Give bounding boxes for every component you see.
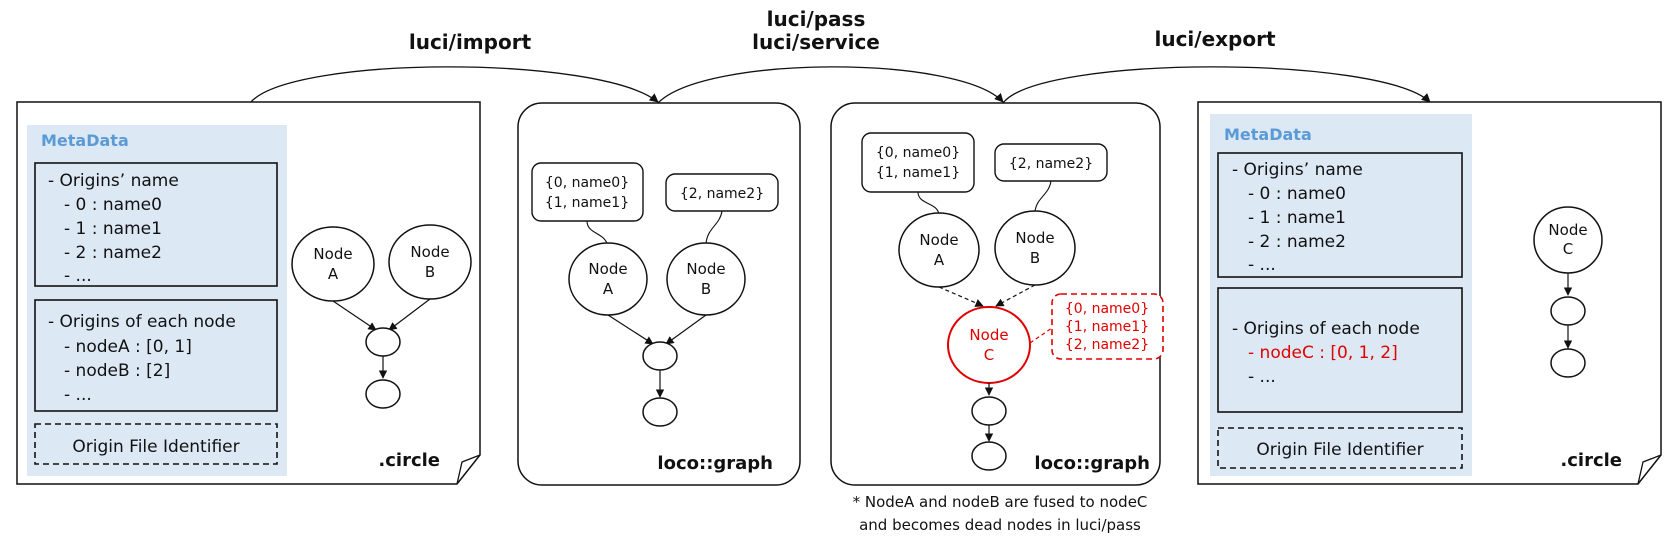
edge [607, 314, 654, 345]
origins-name-item: - 1 : name1 [64, 219, 162, 239]
node-a-label: A [328, 265, 339, 283]
graph-label: loco::graph [657, 453, 773, 474]
node-b [994, 210, 1076, 286]
metadata-title: MetaData [1224, 125, 1312, 144]
node-b-label: Node [1015, 229, 1054, 247]
origin-file-identifier-box [34, 423, 278, 465]
file-label: .circle [378, 450, 440, 471]
edge [665, 314, 707, 345]
origin-box-text: {0, name0} [545, 175, 629, 191]
node-op [365, 379, 401, 409]
node-a-label: Node [588, 260, 627, 278]
origins-name-item: - 0 : name0 [64, 195, 162, 215]
stage-label-import: luci/import [409, 30, 532, 54]
origin-link-red [1029, 327, 1053, 344]
origins-name-box [1217, 152, 1463, 278]
footnote: * NodeA and nodeB are fused to nodeC [853, 493, 1148, 511]
node-op [642, 397, 678, 427]
origin-file-identifier: Origin File Identifier [72, 437, 239, 457]
origin-box-a [861, 132, 975, 193]
node-c-label: C [984, 346, 994, 364]
origins-name-header: - Origins’ name [1232, 160, 1363, 180]
origins-each-item-highlight: - nodeC : [0, 1, 2] [1248, 343, 1398, 363]
node-a-label: Node [919, 231, 958, 249]
node-c-label: Node [969, 326, 1008, 344]
node-op [1550, 348, 1586, 378]
node-op [642, 341, 678, 371]
origin-box-text: {2, name2} [1065, 337, 1149, 353]
edge [388, 298, 431, 331]
input-circle-file: MetaData - Origins’ name - 0 : name0 - 1… [16, 101, 481, 485]
origins-each-header: - Origins of each node [48, 312, 236, 332]
node-op [971, 441, 1007, 471]
output-circle-file: MetaData - Origins’ name - 0 : name0 - 1… [1197, 101, 1662, 485]
origin-box-text: {2, name2} [680, 186, 764, 202]
dead-edge [995, 284, 1036, 307]
stage-label-pass: luci/pass [767, 7, 866, 31]
origins-name-header: - Origins’ name [48, 171, 179, 191]
origins-name-item: - ... [64, 266, 92, 286]
graph-after-pass: {0, name0} {1, name1} {2, name2} Node A … [830, 102, 1164, 486]
origin-box-a [531, 162, 644, 222]
origins-name-item: - 1 : name1 [1248, 208, 1346, 228]
node-b-label: Node [410, 243, 449, 261]
origins-name-item: - ... [1248, 255, 1276, 275]
origin-file-identifier-box [1217, 427, 1463, 469]
node-op [365, 327, 401, 357]
dead-edge [938, 286, 984, 307]
graph-label: loco::graph [1034, 453, 1150, 474]
origins-each-box [1217, 287, 1463, 413]
origin-box-text: {2, name2} [1009, 156, 1093, 172]
node-b-label: Node [686, 260, 725, 278]
graph-after-import: {0, name0} {1, name1} {2, name2} Node A … [517, 102, 801, 486]
origins-each-item: - ... [64, 385, 92, 405]
stage-label-export: luci/export [1154, 27, 1275, 51]
origin-box-text: {1, name1} [876, 165, 960, 181]
origin-link [917, 191, 940, 216]
node-c [947, 306, 1031, 384]
origin-file-identifier: Origin File Identifier [1256, 440, 1423, 460]
import-arrow [249, 66, 659, 104]
origin-link [705, 210, 723, 245]
origins-each-item: - nodeA : [0, 1] [64, 337, 192, 357]
origins-each-header: - Origins of each node [1232, 319, 1420, 339]
node-c-label: Node [1548, 221, 1587, 239]
node-c-label: C [1563, 240, 1573, 258]
metadata-title: MetaData [41, 131, 129, 150]
metadata-panel [1210, 114, 1472, 476]
node-a-label: Node [313, 245, 352, 263]
origin-box-c [1051, 293, 1164, 360]
node-op [971, 396, 1007, 426]
node-b-label: B [1030, 249, 1040, 267]
footnote: and becomes dead nodes in luci/pass [859, 516, 1141, 534]
origins-each-box [34, 299, 278, 412]
stage-label-service: luci/service [752, 30, 880, 54]
origins-each-item: - ... [1248, 367, 1276, 387]
node-a-label: A [603, 280, 614, 298]
node-b-label: B [701, 280, 711, 298]
origins-name-item: - 2 : name2 [64, 243, 162, 263]
origin-box-text: {1, name1} [545, 195, 629, 211]
node-a [898, 212, 980, 288]
origin-box-text: {1, name1} [1065, 319, 1149, 335]
origins-name-box [34, 162, 278, 287]
export-arrow [1002, 66, 1431, 104]
node-b [666, 242, 746, 316]
node-op [1550, 296, 1586, 326]
origin-link [1034, 180, 1052, 213]
file-label: .circle [1560, 450, 1622, 471]
edge [332, 300, 377, 331]
pass-arrow [657, 66, 1004, 104]
node-b-label: B [425, 263, 435, 281]
origin-box-text: {0, name0} [1065, 301, 1149, 317]
origins-each-item: - nodeB : [2] [64, 361, 170, 381]
origins-name-item: - 2 : name2 [1248, 232, 1346, 252]
node-a [568, 242, 648, 316]
node-a [291, 226, 375, 302]
node-b [388, 224, 472, 300]
node-a-label: A [934, 251, 945, 269]
origins-name-item: - 0 : name0 [1248, 184, 1346, 204]
origin-box-text: {0, name0} [876, 145, 960, 161]
